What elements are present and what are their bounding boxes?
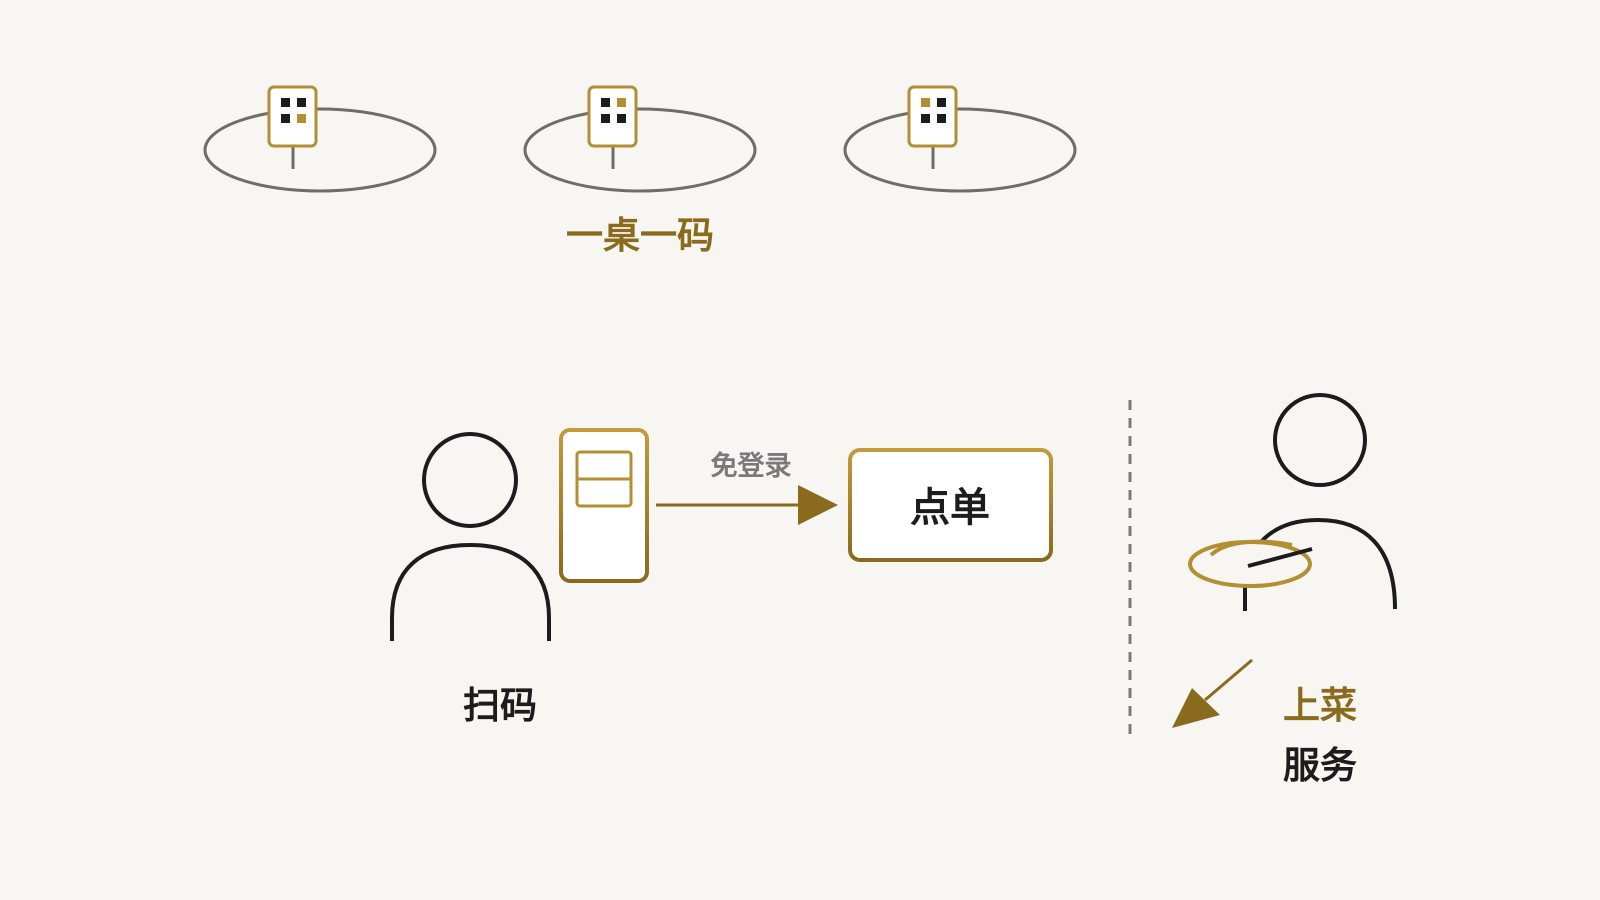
arrow-down-left-icon: [1172, 658, 1253, 728]
table-2: [523, 85, 757, 193]
order-label: 点单: [910, 485, 990, 531]
order-box: 点单: [848, 448, 1053, 562]
table-top: [843, 107, 1077, 193]
tables-caption: 一桌一码: [566, 214, 714, 257]
qr-code-icon: [267, 85, 318, 148]
no-login-label: 免登录: [711, 451, 792, 482]
qr-code-icon: [907, 85, 958, 148]
arrow-right-icon: [656, 485, 838, 525]
plate-icon: [1188, 539, 1313, 588]
qr-code-icon: [587, 85, 638, 148]
serve-label-line2: 服务: [1283, 744, 1357, 787]
table-1: [203, 85, 437, 193]
table-top: [523, 107, 757, 193]
table-top: [203, 107, 437, 193]
table-3: [843, 85, 1077, 193]
serve-label-line1: 上菜: [1283, 684, 1357, 727]
phone-icon: [559, 428, 649, 583]
scan-label: 扫码: [463, 684, 537, 727]
customer-person-icon: [390, 432, 551, 641]
